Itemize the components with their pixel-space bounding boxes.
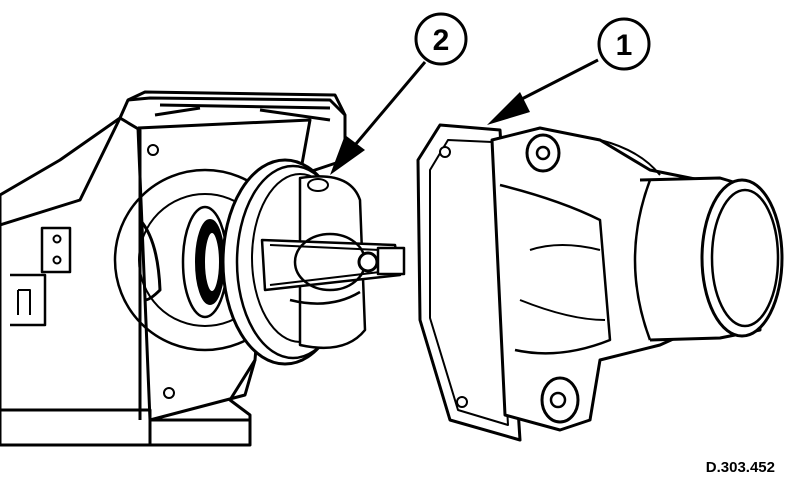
thermostat-housing bbox=[416, 123, 784, 442]
callout-number-2: 2 bbox=[433, 24, 450, 57]
callout-circle bbox=[414, 12, 468, 66]
callout-arrow-icon bbox=[487, 92, 530, 125]
callout-circle bbox=[597, 17, 651, 71]
thermostat bbox=[221, 158, 406, 366]
callout-arrow-icon bbox=[330, 135, 365, 175]
callout-1: 1 bbox=[487, 17, 651, 125]
figure-reference: D.303.452 bbox=[706, 459, 775, 476]
callout-number-1: 1 bbox=[616, 29, 633, 62]
callout-2: 2 bbox=[330, 12, 468, 175]
